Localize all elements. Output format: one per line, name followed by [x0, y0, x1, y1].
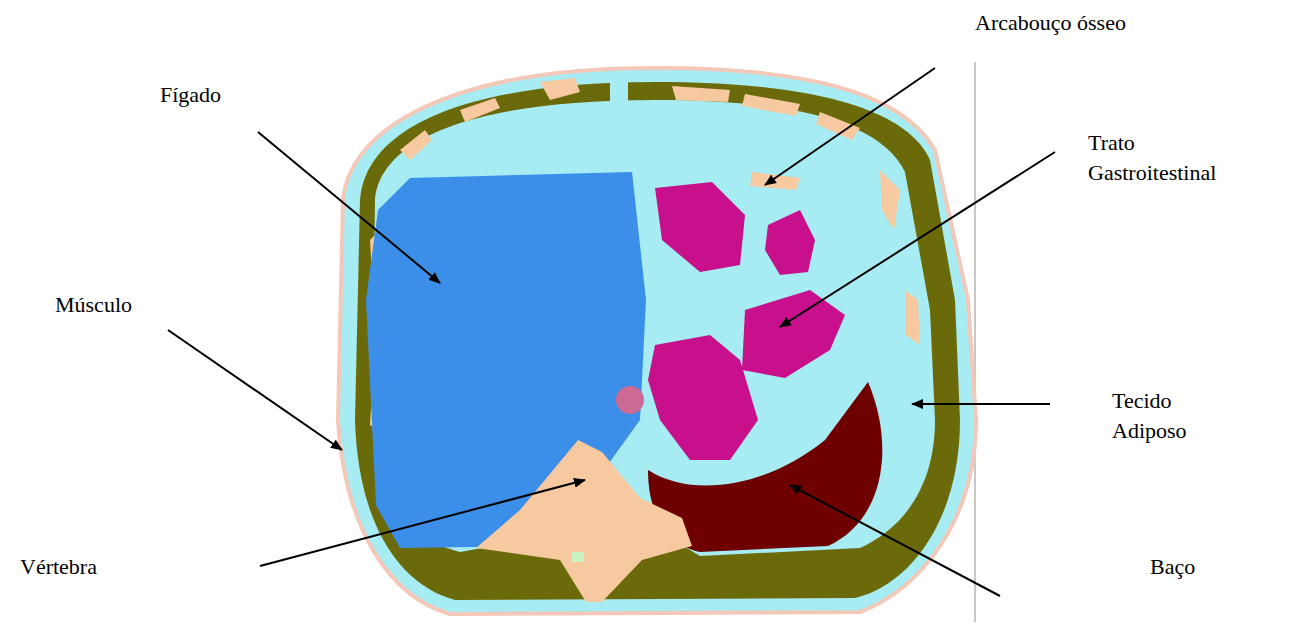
muscle-gap	[610, 78, 628, 104]
aorta	[616, 386, 644, 414]
spinal-canal	[572, 552, 584, 562]
gi-tract	[648, 182, 845, 460]
muscle-label: Músculo	[55, 290, 132, 320]
liver-label: Fígado	[160, 80, 221, 110]
vertebra-label: Vértebra	[20, 552, 97, 582]
bone-label: Arcabouço ósseo	[975, 8, 1126, 38]
adipose-label: Tecido Adiposo	[1112, 386, 1242, 446]
gi-tract-label: Trato Gastroitestinal	[1088, 128, 1258, 188]
divider-line	[974, 62, 976, 622]
leader-lines	[168, 68, 1055, 596]
spleen-label: Baço	[1150, 552, 1195, 582]
vertebra	[476, 440, 692, 602]
